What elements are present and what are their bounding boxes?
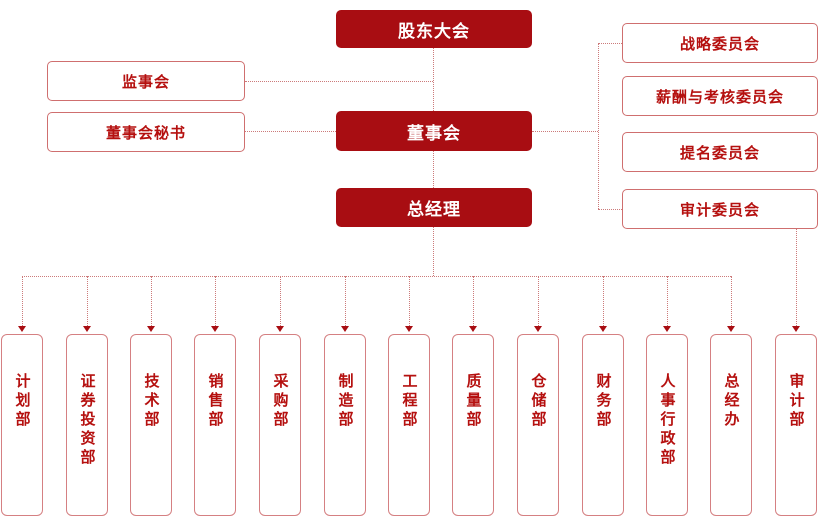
- committee-box-strategy: 战略委员会: [622, 23, 818, 63]
- department-label: 人事行政部: [658, 373, 676, 468]
- arrow-down-icon: [405, 326, 413, 332]
- board-secretary-box: 董事会秘书: [47, 112, 245, 152]
- department-box-finance: 财务部: [582, 334, 624, 516]
- connector-drop: [603, 276, 604, 326]
- general-manager-box: 总经理: [336, 188, 532, 227]
- arrow-down-icon: [663, 326, 671, 332]
- connector-gm-down: [433, 227, 434, 276]
- committee-box-compensation: 薪酬与考核委员会: [622, 76, 818, 116]
- department-label: 技术部: [142, 373, 160, 430]
- arrow-down-icon: [147, 326, 155, 332]
- arrow-down-icon: [792, 326, 800, 332]
- connector-drop: [473, 276, 474, 326]
- connector-drop: [667, 276, 668, 326]
- connector-audit-committee-drop: [796, 229, 797, 326]
- board-of-directors-box: 董事会: [336, 111, 532, 151]
- department-label: 采购部: [271, 373, 289, 430]
- arrow-down-icon: [599, 326, 607, 332]
- department-box-engineering: 工程部: [388, 334, 430, 516]
- department-box-sales: 销售部: [194, 334, 236, 516]
- connector-drop: [731, 276, 732, 326]
- connector-drop: [22, 276, 23, 326]
- department-label: 仓储部: [529, 373, 547, 430]
- department-label: 质量部: [464, 373, 482, 430]
- department-label: 计划部: [13, 373, 31, 430]
- arrow-down-icon: [727, 326, 735, 332]
- connector-committee-audit-stub: [598, 209, 622, 210]
- department-label: 财务部: [594, 373, 612, 430]
- connector-board-gm: [433, 151, 434, 188]
- connector-drop: [151, 276, 152, 326]
- connector-committee-strategy-stub: [598, 43, 622, 44]
- department-box-technology: 技术部: [130, 334, 172, 516]
- department-box-planning: 计划部: [1, 334, 43, 516]
- committee-box-nomination: 提名委员会: [622, 132, 818, 172]
- connector-departments-main: [22, 276, 731, 277]
- department-label: 证券投资部: [78, 373, 96, 468]
- department-box-manufacturing: 制造部: [324, 334, 366, 516]
- department-label: 工程部: [400, 373, 418, 430]
- department-label: 制造部: [336, 373, 354, 430]
- department-label: 审计部: [787, 373, 805, 430]
- department-box-audit: 审计部: [775, 334, 817, 516]
- connector-shareholders-board: [433, 48, 434, 111]
- connector-secretary: [245, 131, 336, 132]
- connector-drop: [87, 276, 88, 326]
- connector-drop: [409, 276, 410, 326]
- connector-board-committees: [532, 131, 598, 132]
- department-box-securities: 证券投资部: [66, 334, 108, 516]
- supervisory-board-box: 监事会: [47, 61, 245, 101]
- arrow-down-icon: [534, 326, 542, 332]
- shareholders-meeting-box: 股东大会: [336, 10, 532, 48]
- department-box-purchasing: 采购部: [259, 334, 301, 516]
- connector-supervisory: [245, 81, 433, 82]
- department-label: 销售部: [206, 373, 224, 430]
- connector-drop: [215, 276, 216, 326]
- arrow-down-icon: [18, 326, 26, 332]
- department-box-hr-admin: 人事行政部: [646, 334, 688, 516]
- connector-drop: [538, 276, 539, 326]
- department-box-quality: 质量部: [452, 334, 494, 516]
- department-label: 总经办: [722, 373, 740, 430]
- connector-drop: [280, 276, 281, 326]
- department-box-warehouse: 仓储部: [517, 334, 559, 516]
- arrow-down-icon: [341, 326, 349, 332]
- connector-drop: [345, 276, 346, 326]
- connector-committees-vertical: [598, 43, 599, 209]
- arrow-down-icon: [469, 326, 477, 332]
- arrow-down-icon: [83, 326, 91, 332]
- arrow-down-icon: [211, 326, 219, 332]
- arrow-down-icon: [276, 326, 284, 332]
- committee-box-audit: 审计委员会: [622, 189, 818, 229]
- department-box-gm-office: 总经办: [710, 334, 752, 516]
